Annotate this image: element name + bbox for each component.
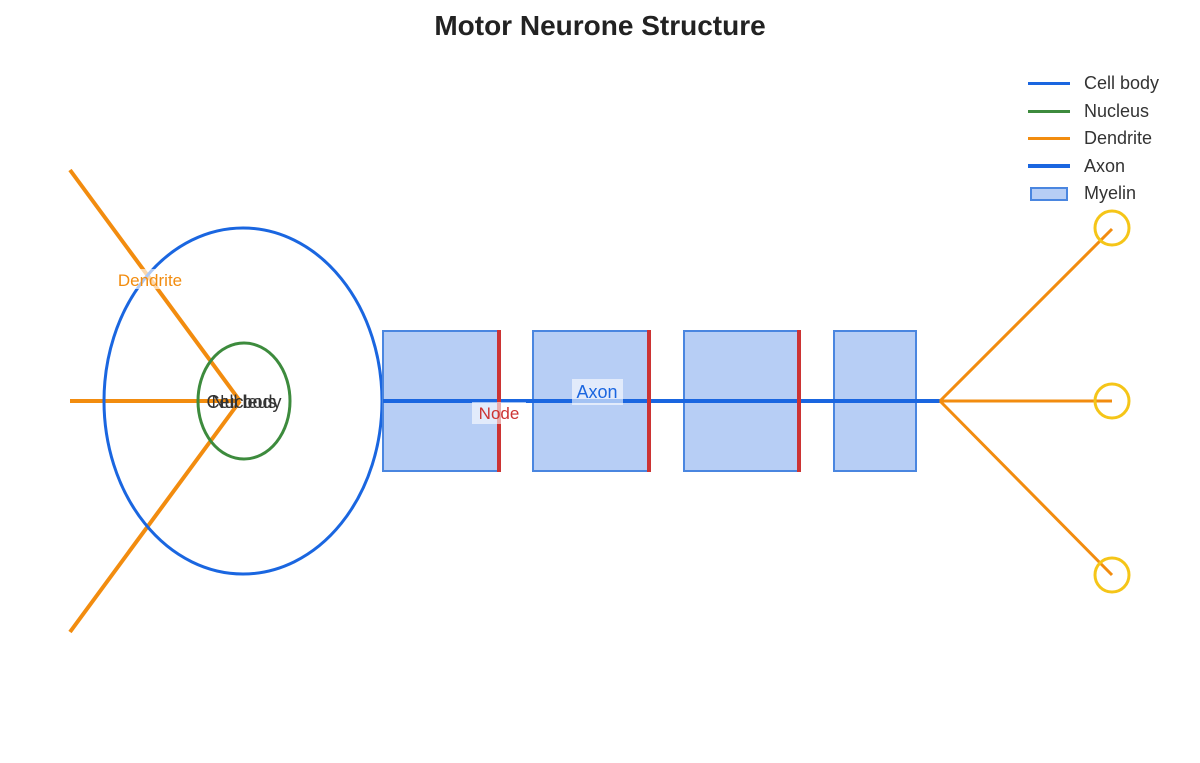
legend: Cell body Nucleus Dendrite Axon Myelin — [1028, 70, 1159, 208]
legend-item-myelin: Myelin — [1028, 180, 1159, 208]
nucleus-label: Nucleus — [211, 392, 276, 412]
axon-label: Axon — [576, 382, 617, 402]
terminal-branch-upper — [938, 227, 1114, 403]
legend-item-axon: Axon — [1028, 153, 1159, 181]
legend-label-nucleus: Nucleus — [1084, 100, 1150, 121]
legend-swatch-myelin — [1030, 186, 1068, 201]
synaptic-terminal-middle — [1093, 382, 1131, 420]
legend-label-cell-body: Cell body — [1084, 73, 1160, 94]
node-label-bg — [472, 402, 526, 424]
legend-swatch-axon — [1028, 164, 1070, 169]
node-label: Node — [479, 404, 520, 423]
legend-label-dendrite: Dendrite — [1084, 128, 1153, 149]
terminal-branch-lower — [938, 399, 1114, 577]
dendrite-label-bg — [116, 269, 184, 289]
synaptic-terminal-lower — [1093, 556, 1131, 594]
dendrite-lower-left — [68, 399, 242, 634]
diagram-title: Motor Neurone Structure — [434, 10, 766, 41]
legend-label-axon: Axon — [1084, 155, 1126, 176]
synaptic-terminal-upper — [1093, 209, 1131, 247]
legend-item-cell-body: Cell body — [1028, 70, 1159, 98]
legend-swatch-dendrite — [1028, 137, 1070, 141]
axon-label-bg — [572, 379, 623, 405]
legend-swatch-cell-body — [1028, 82, 1070, 86]
legend-item-dendrite: Dendrite — [1028, 125, 1159, 153]
dendrite-label: Dendrite — [118, 271, 182, 290]
cell-body-label: Cell body — [206, 392, 281, 412]
legend-item-nucleus: Nucleus — [1028, 98, 1159, 126]
legend-label-myelin: Myelin — [1084, 183, 1137, 204]
legend-swatch-nucleus — [1028, 109, 1070, 113]
nucleus — [196, 341, 292, 461]
